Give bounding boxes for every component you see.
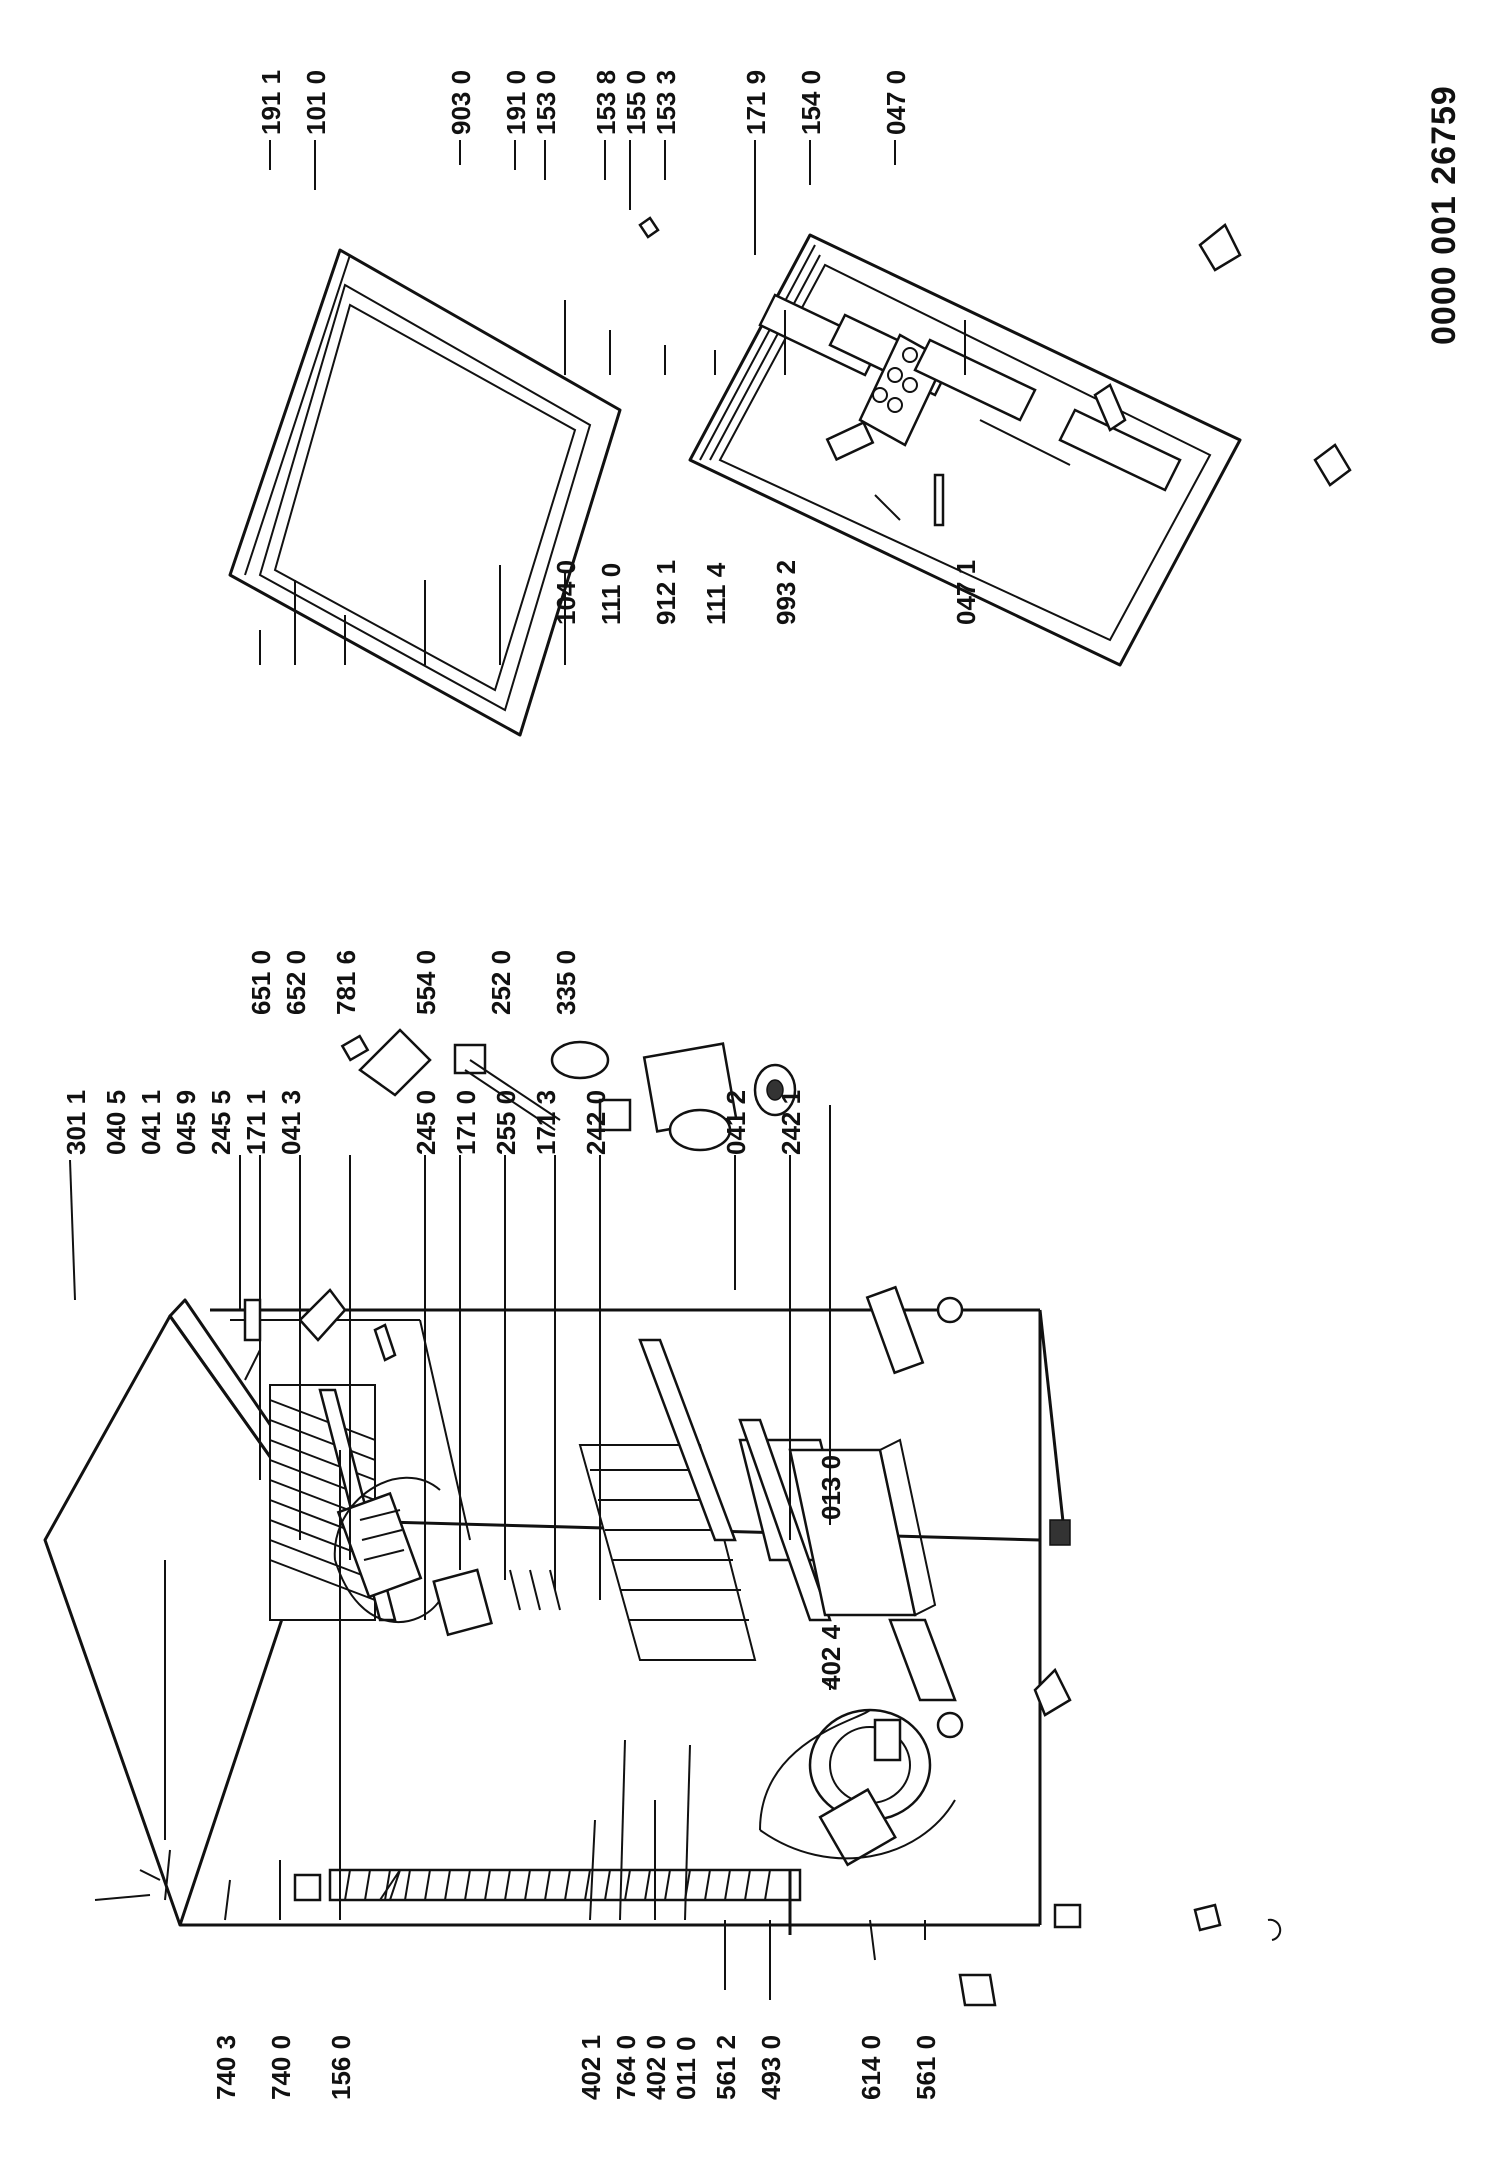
label-2455: 245 5 [206, 1090, 236, 1155]
pin-0459 [243, 1298, 262, 1342]
label-1713: 171 3 [531, 1090, 561, 1155]
fridge-shelf-1710 [638, 1338, 737, 1542]
bottle-bar-1719 [979, 419, 1071, 466]
screw-0405 [244, 1349, 261, 1381]
label-6140: 614 0 [856, 2035, 886, 2100]
leader-lines [69, 140, 966, 2000]
label-3350: 335 0 [551, 950, 581, 1015]
part-labels: 301 1 040 5 041 1 045 9 245 5 171 1 041 … [61, 70, 981, 2100]
label-0405: 040 5 [101, 1090, 131, 1155]
label-4020: 402 0 [641, 2035, 671, 2100]
bottom-hinge [865, 1285, 925, 1375]
ice-tray-1560 [336, 1491, 423, 1599]
document-code: 0000 001 26759 [1425, 85, 1463, 345]
label-1560: 156 0 [326, 2035, 356, 2100]
label-0459: 045 9 [171, 1090, 201, 1155]
label-9121: 912 1 [651, 560, 681, 625]
compressor-4020 [759, 1708, 956, 1867]
label-1114: 111 4 [701, 562, 731, 625]
label-0110: 011 0 [671, 2036, 701, 2100]
label-5610: 561 0 [911, 2035, 941, 2100]
label-1710: 171 0 [451, 1090, 481, 1155]
label-9932: 993 2 [771, 560, 801, 625]
hinge-0470 [1198, 223, 1242, 272]
part-6140 [1193, 1903, 1222, 1932]
foot-0412 [936, 1296, 964, 1324]
flap-1114 [933, 473, 945, 527]
label-2421: 242 1 [776, 1090, 806, 1155]
label-1533: 153 3 [651, 70, 681, 135]
label-1010: 101 0 [301, 70, 331, 135]
label-2420: 242 0 [581, 1090, 611, 1155]
label-1910: 191 0 [501, 70, 531, 135]
label-2550: 255 0 [491, 1090, 521, 1155]
fridge-shelf-2450 [578, 1444, 757, 1661]
label-6520: 652 0 [281, 950, 311, 1015]
label-4930: 493 0 [756, 2035, 786, 2100]
door-shelf-1533 [913, 338, 1037, 422]
thermostat-drawing [340, 1028, 797, 1152]
screw-6510 [340, 1034, 370, 1062]
label-7816: 781 6 [331, 950, 361, 1015]
label-1110: 111 0 [596, 563, 626, 625]
label-1550: 155 0 [621, 70, 651, 135]
relay-7640 [873, 1718, 902, 1762]
label-2450: 245 0 [411, 1090, 441, 1155]
label-5540: 554 0 [411, 950, 441, 1015]
label-1711: 171 1 [241, 1090, 271, 1155]
screw-0413 [373, 1323, 397, 1362]
label-0411: 041 1 [136, 1090, 166, 1155]
label-2520: 252 0 [486, 950, 516, 1015]
foot-0110 [936, 1711, 964, 1739]
label-6510: 651 0 [246, 950, 276, 1015]
cap-7403 [293, 1873, 322, 1902]
label-0471: 047 1 [951, 560, 981, 625]
label-7400: 740 0 [266, 2035, 296, 2100]
label-4024: 402 4 [816, 1624, 846, 1690]
freezer-door-1010 [228, 248, 622, 737]
thermostat-6520 [358, 1028, 432, 1097]
label-7403: 740 3 [211, 2035, 241, 2100]
lamp-cover-5540 [550, 1040, 610, 1080]
door-stop-9932 [1093, 383, 1127, 432]
bracket-4024 [1033, 1667, 1072, 1717]
screw-9030 [638, 216, 660, 239]
label-1040: 104 0 [551, 560, 581, 625]
label-1538: 153 8 [591, 70, 621, 135]
foot-0130 [1049, 1519, 1071, 1546]
label-3011: 301 1 [61, 1090, 91, 1155]
label-4021: 402 1 [576, 2035, 606, 2100]
label-0470: 047 0 [881, 70, 911, 135]
label-9030: 903 0 [446, 70, 476, 135]
part-5610 [1267, 1918, 1282, 1941]
part-4930 [1053, 1903, 1082, 1929]
pin-9121 [874, 494, 901, 521]
label-1719: 171 9 [741, 70, 771, 135]
door-shelf-1540 [1058, 408, 1182, 492]
lamp-holder-7816 [453, 1043, 487, 1075]
part-5612 [958, 1973, 997, 2007]
label-1911: 191 1 [256, 70, 286, 135]
hinge-0471 [1313, 443, 1352, 487]
condenser-7400 [328, 1868, 802, 1935]
label-1530: 153 0 [531, 70, 561, 135]
shelf-1713 [738, 1418, 832, 1622]
label-7640: 764 0 [611, 2035, 641, 2100]
label-1540: 154 0 [796, 70, 826, 135]
thermostat-housing [432, 1568, 493, 1637]
cabinet-drawing [43, 1285, 1282, 2007]
freezer-door-drawing [228, 248, 622, 737]
label-0413: 041 3 [276, 1090, 306, 1155]
label-5612: 561 2 [711, 2035, 741, 2100]
butter-lid-1110 [825, 420, 875, 462]
crisper-2420 [788, 1438, 937, 1617]
fridge-door-drawing [638, 216, 1352, 667]
crisper-cover-2421 [888, 1618, 957, 1702]
label-0412: 041 2 [721, 1090, 751, 1155]
top-hinge-0411 [298, 1288, 347, 1342]
label-0130: 013 0 [816, 1455, 846, 1520]
